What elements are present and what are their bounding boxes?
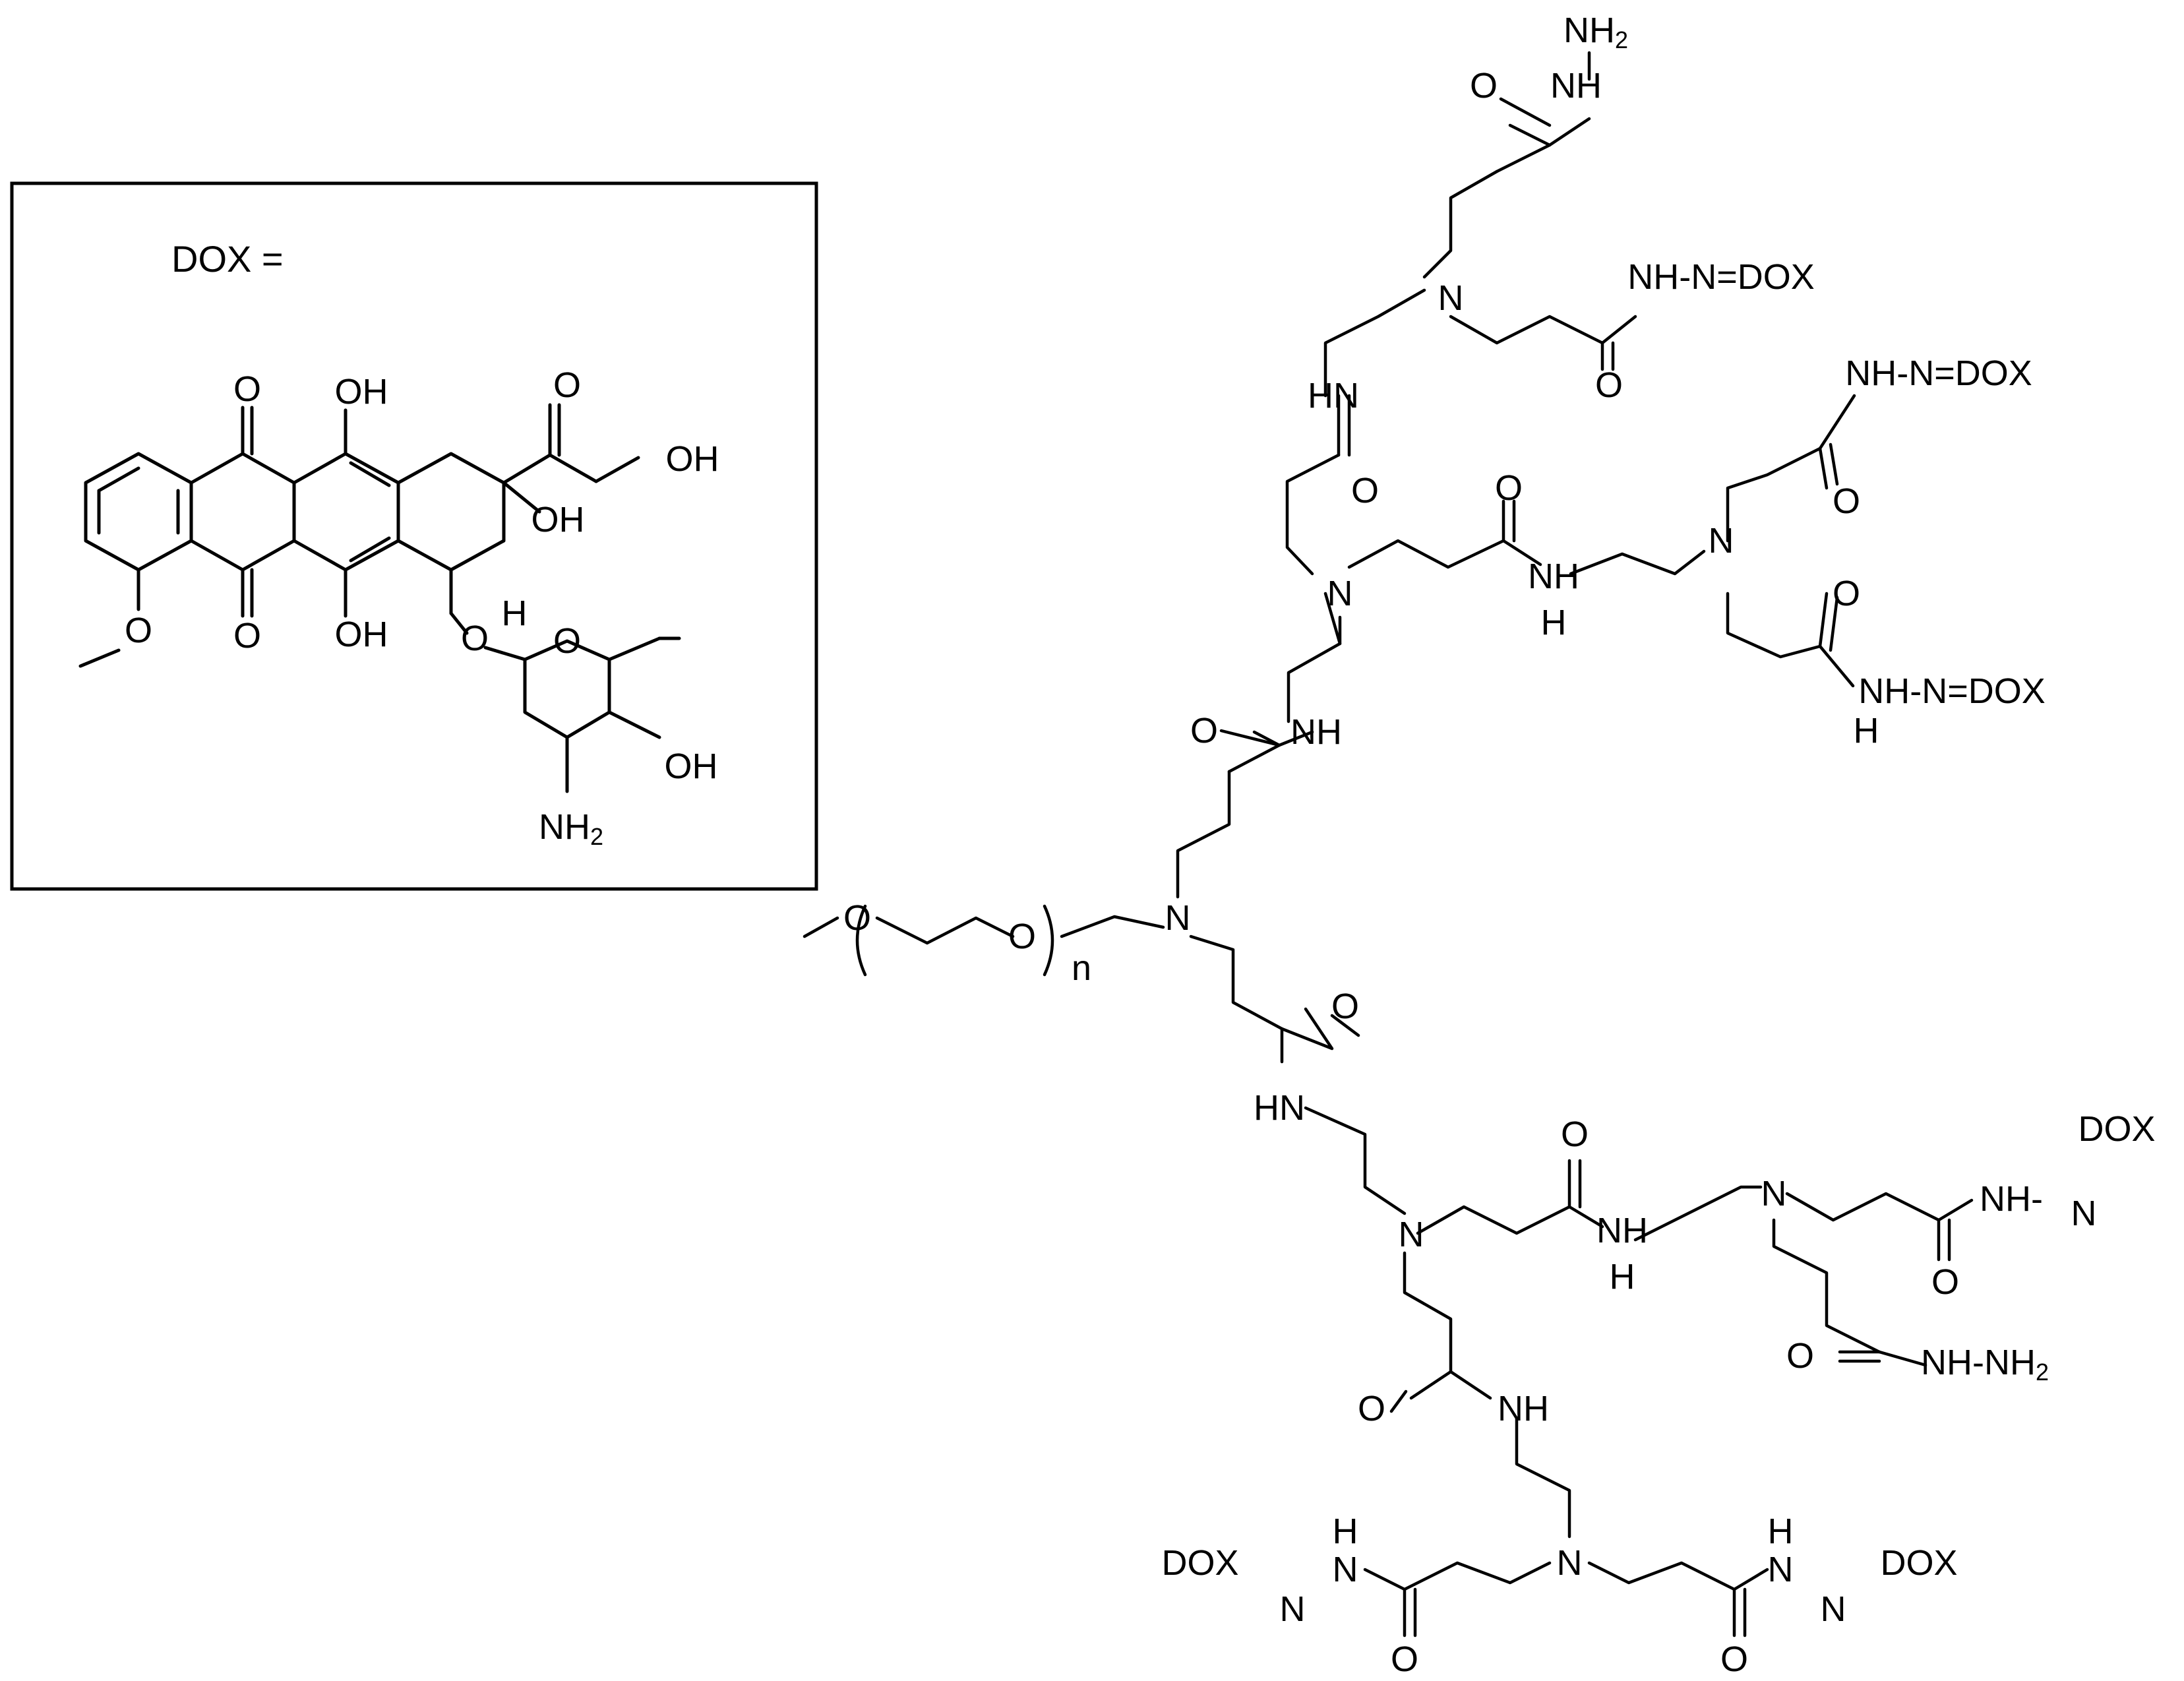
dox-sugar bbox=[449, 611, 681, 793]
n-bottom-right-nh: N bbox=[1768, 1550, 1794, 1589]
o-bottom-right: O bbox=[1720, 1639, 1748, 1678]
nh-lower-right: NH- bbox=[1980, 1179, 2043, 1219]
n-bottom-left-hydrazone: N bbox=[1280, 1589, 1306, 1629]
peg-o-methoxy: O bbox=[843, 898, 871, 938]
nh2-top-label: NH2 bbox=[1563, 11, 1628, 53]
dox-caption: DOX = bbox=[171, 238, 284, 280]
o-lower-mid: O bbox=[1561, 1115, 1589, 1154]
o-upper-carbonyl: O bbox=[1351, 471, 1379, 510]
core-n: N bbox=[1165, 898, 1191, 938]
nh-nh2-lower-right: NH-NH2 bbox=[1921, 1343, 2049, 1386]
o-lower-right: O bbox=[1931, 1262, 1959, 1302]
h-lower-mid: H bbox=[1610, 1257, 1635, 1297]
nh-mid: NH bbox=[1528, 557, 1579, 596]
dox-oh-bottom: OH bbox=[335, 615, 388, 654]
o-right-lower: O bbox=[1833, 574, 1860, 613]
dox-o-glycosidic: O bbox=[461, 619, 489, 658]
hn-upper: HN bbox=[1308, 376, 1359, 415]
n-upper-branch: N bbox=[1327, 574, 1353, 613]
dox-ring-c bbox=[292, 408, 400, 618]
dox-bottom-left: DOX bbox=[1161, 1543, 1238, 1583]
label-nh-ndox-1: NH-N=DOX bbox=[1845, 353, 2032, 393]
o-right-upper: O bbox=[1833, 481, 1860, 521]
dox-inset: DOX = bbox=[10, 181, 818, 891]
n-bottom-left-nh: N bbox=[1333, 1550, 1358, 1589]
dox-ring-d bbox=[396, 452, 640, 615]
dendrimer-labels: O O n N O NH N HN O O NH H N O NH-N=DOX … bbox=[843, 11, 2156, 1679]
dox-o-ring: O bbox=[553, 621, 581, 661]
dendrimer-bonds bbox=[803, 51, 1974, 1637]
peg-n-subscript: n bbox=[1072, 948, 1091, 988]
amide-o-upper: O bbox=[1190, 711, 1218, 750]
dox-h-label: H bbox=[502, 594, 528, 633]
dox-oh-tertiary: OH bbox=[531, 500, 585, 539]
n-bottom: N bbox=[1557, 1543, 1583, 1583]
peg-o-repeat: O bbox=[1008, 917, 1036, 956]
dox-ring-a bbox=[84, 452, 193, 572]
n-top-branch: N bbox=[1438, 278, 1464, 318]
h-bottom-right: H bbox=[1768, 1512, 1794, 1551]
label-nh-ndox-top: NH-N=DOX bbox=[1627, 257, 1815, 297]
h-right-lower: H bbox=[1854, 711, 1879, 750]
o-lower-right-hydrazide: O bbox=[1786, 1336, 1814, 1376]
o-lower-amide: O bbox=[1331, 987, 1359, 1026]
dox-o-bottom: O bbox=[233, 616, 261, 656]
dox-oh-terminal: OH bbox=[666, 439, 719, 479]
o-top-right: O bbox=[1595, 365, 1623, 405]
h-mid: H bbox=[1541, 603, 1567, 642]
o-lower-middle: O bbox=[1358, 1389, 1385, 1428]
n-lower-branch: N bbox=[1399, 1215, 1424, 1254]
dox-oh-top: OH bbox=[335, 372, 388, 412]
dox-oh-sugar: OH bbox=[665, 747, 718, 786]
label-nh-ndox-2: NH-N=DOX bbox=[1858, 671, 2046, 711]
nh-lower-mid: NH bbox=[1596, 1211, 1648, 1250]
dox-side-chain bbox=[502, 403, 561, 485]
dox-o-top: O bbox=[233, 369, 261, 409]
dox-ring-b bbox=[189, 406, 296, 618]
amide-nh-upper: NH bbox=[1290, 712, 1342, 752]
n-lower-right-hydrazone: N bbox=[2071, 1194, 2097, 1233]
hn-lower: HN bbox=[1254, 1088, 1305, 1128]
dox-methoxy bbox=[78, 568, 140, 668]
dox-o-ketone: O bbox=[553, 365, 581, 405]
n-lower-right: N bbox=[1761, 1174, 1787, 1213]
nh-lower-middle: NH bbox=[1498, 1389, 1549, 1428]
nh-top-hydrazide: NH bbox=[1550, 66, 1602, 106]
dox-bottom-right: DOX bbox=[1880, 1543, 1957, 1583]
o-mid-carbonyl: O bbox=[1495, 468, 1523, 508]
dox-o-methoxy: O bbox=[125, 611, 152, 650]
n-bottom-right-hydrazone: N bbox=[1821, 1589, 1846, 1629]
n-right-branch: N bbox=[1709, 521, 1734, 561]
o-top-hydrazide: O bbox=[1470, 66, 1498, 106]
dox-lower-right: DOX bbox=[2078, 1109, 2155, 1149]
dox-nh2-label: NH2 bbox=[539, 807, 603, 850]
inset-frame bbox=[10, 181, 818, 891]
o-bottom-left: O bbox=[1391, 1639, 1418, 1678]
h-bottom-left: H bbox=[1333, 1512, 1358, 1551]
